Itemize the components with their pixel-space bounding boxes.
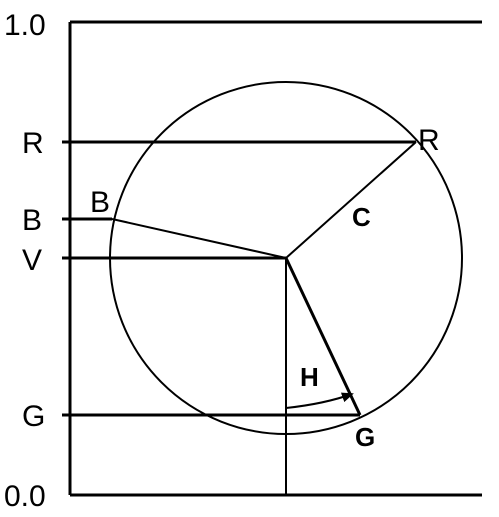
hue-label: H — [300, 362, 319, 392]
axis-top-label: 1.0 — [4, 9, 46, 42]
point-label-g: G — [355, 422, 375, 452]
point-label-b: B — [90, 186, 110, 219]
hue-arc-arrow — [285, 392, 354, 409]
axis-label-b: B — [22, 204, 42, 237]
spoke-to-r — [285, 141, 417, 259]
spoke-to-g — [284, 257, 362, 416]
point-label-r: R — [418, 124, 440, 157]
spoke-to-b — [111, 218, 287, 259]
axis-label-v: V — [22, 244, 42, 277]
axis-bottom-label: 0.0 — [4, 480, 46, 513]
chroma-label: C — [352, 202, 371, 232]
axis-label-g: G — [22, 400, 45, 433]
axis-label-r: R — [22, 127, 44, 160]
